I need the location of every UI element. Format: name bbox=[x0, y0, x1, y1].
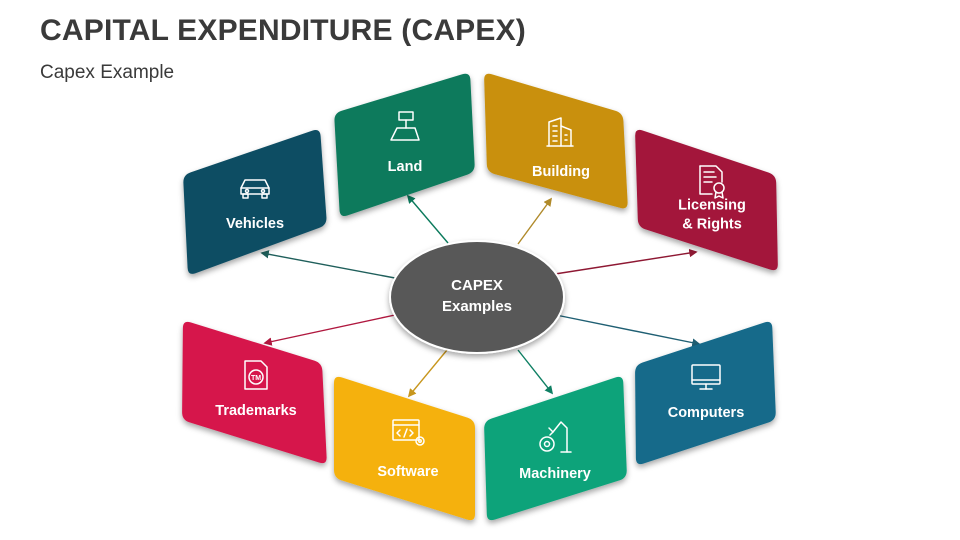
code-gear-icon bbox=[392, 419, 425, 446]
center-label-line1: CAPEX bbox=[451, 277, 503, 294]
card-trademarks-label: Trademarks bbox=[215, 403, 296, 419]
card-software-shape bbox=[334, 376, 475, 521]
trademark-icon: TM bbox=[244, 360, 268, 390]
connector-arrows bbox=[260, 194, 701, 398]
card-software-label: Software bbox=[377, 464, 438, 480]
card-trademarks-shape bbox=[182, 321, 327, 464]
center-label-line2: Examples bbox=[442, 298, 512, 315]
card-vehicles-shape bbox=[183, 129, 327, 274]
card-machinery-label: Machinery bbox=[519, 466, 591, 482]
card-building-label: Building bbox=[532, 164, 590, 180]
card-computers-shape bbox=[635, 321, 776, 465]
monitor-icon bbox=[691, 364, 721, 390]
arrow-to-land bbox=[406, 194, 449, 244]
page-title: CAPITAL EXPENDITURE (CAPEX) bbox=[40, 14, 527, 47]
arrow-to-software bbox=[407, 349, 448, 398]
center-ellipse bbox=[389, 240, 565, 354]
card-land-shape bbox=[334, 73, 475, 217]
card-machinery: Machinery bbox=[484, 376, 627, 521]
card-trademarks: TM Trademarks bbox=[182, 321, 327, 464]
card-licensing-shape bbox=[635, 129, 778, 271]
card-vehicles: Vehicles bbox=[183, 129, 327, 274]
robot-arm-icon bbox=[539, 421, 572, 453]
card-licensing-label: Licensing bbox=[678, 198, 746, 214]
card-land-label: Land bbox=[388, 159, 423, 175]
card-building: Building bbox=[484, 73, 628, 209]
arrow-to-machinery bbox=[517, 349, 554, 395]
page-subtitle: Capex Example bbox=[40, 62, 175, 83]
card-licensing-label: & Rights bbox=[682, 217, 742, 233]
car-icon bbox=[240, 179, 270, 199]
arrow-to-computers bbox=[555, 314, 701, 347]
card-machinery-shape bbox=[484, 376, 627, 521]
card-land: Land bbox=[334, 73, 475, 217]
building-icon bbox=[546, 117, 574, 147]
land-plot-icon bbox=[390, 111, 420, 141]
svg-text:TM: TM bbox=[251, 375, 261, 382]
center-node: CAPEX Examples bbox=[389, 240, 565, 354]
arrow-to-trademarks bbox=[263, 314, 396, 346]
card-computers: Computers bbox=[635, 321, 776, 465]
card-computers-label: Computers bbox=[668, 405, 745, 421]
card-licensing: Licensing & Rights bbox=[635, 129, 778, 271]
certificate-icon bbox=[699, 165, 725, 199]
arrow-to-vehicles bbox=[260, 250, 396, 279]
card-vehicles-label: Vehicles bbox=[226, 216, 284, 232]
arrow-to-licensing bbox=[554, 248, 698, 275]
arrow-to-building bbox=[517, 197, 552, 245]
card-software: Software bbox=[334, 376, 475, 521]
